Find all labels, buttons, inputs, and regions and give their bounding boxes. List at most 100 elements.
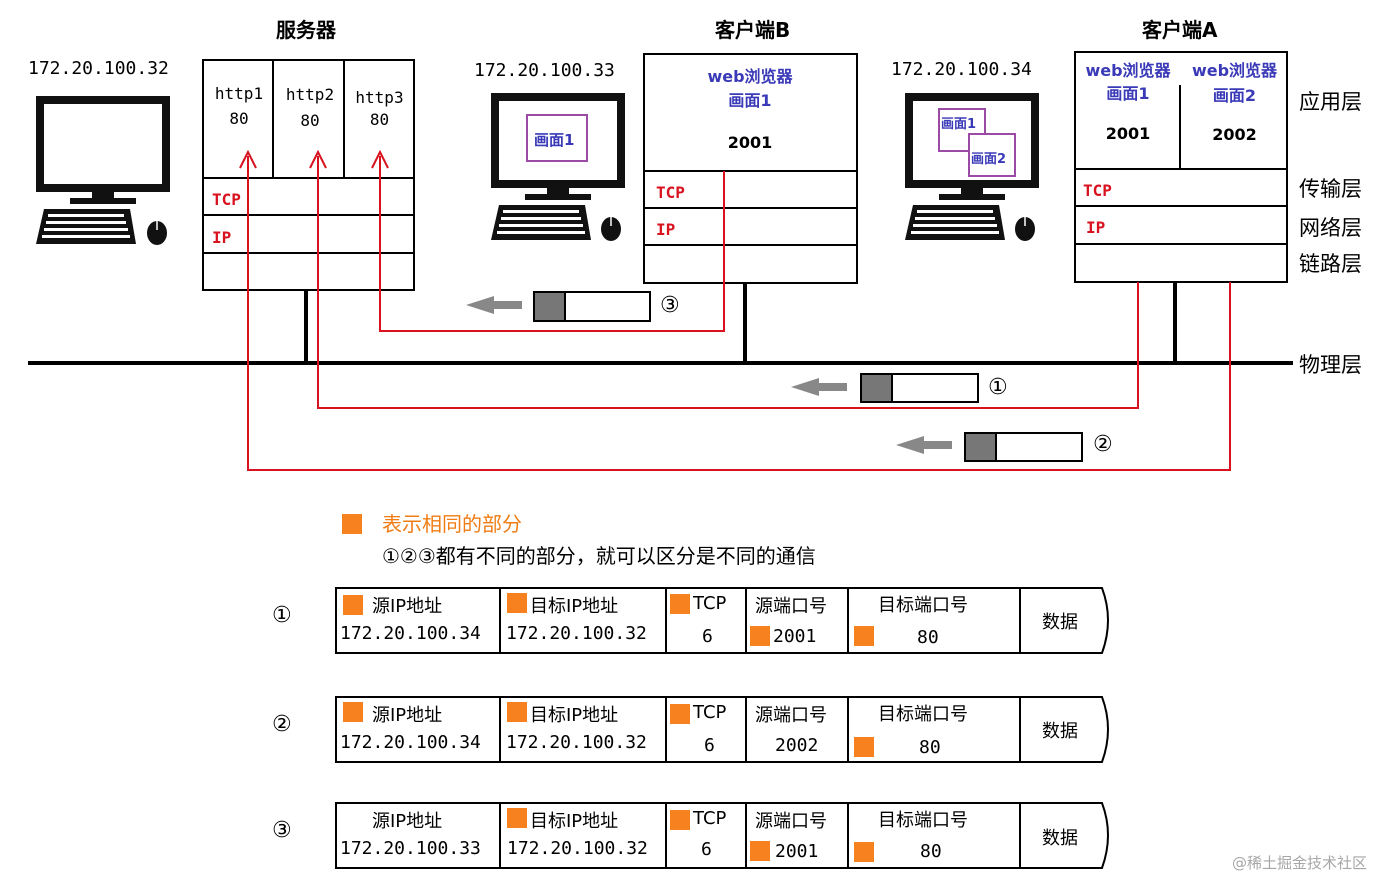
client-b-computer-icon <box>491 93 625 241</box>
table-1-header-src-ip: 源IP地址 <box>372 596 443 617</box>
packet-marker-1: ① <box>988 375 1008 400</box>
client-a-ip: 172.20.100.34 <box>891 59 1032 80</box>
server-stack <box>202 59 415 291</box>
table-3-value-dst-ip: 172.20.100.32 <box>507 838 648 859</box>
connection-3 <box>379 156 725 332</box>
table-3-header-data: 数据 <box>1042 828 1078 849</box>
client-b-browser-screen: 画面1 <box>728 91 772 110</box>
connection-2 <box>247 156 1231 471</box>
table-1-value-tcp: 6 <box>702 626 713 647</box>
table-1-value-src-ip: 172.20.100.34 <box>340 623 481 644</box>
table-3-dst-ip-same-swatch <box>507 808 527 828</box>
client-a-port-1: 2001 <box>1105 124 1151 143</box>
client-a-browser-1: web浏览器 <box>1085 61 1171 80</box>
client-b-screen-window <box>526 114 588 162</box>
client-a-computer-icon <box>905 93 1039 241</box>
server-app-3-port: 80 <box>369 110 390 129</box>
client-b-title: 客户端B <box>715 18 791 42</box>
table-2-header-dst-port: 目标端口号 <box>878 704 968 725</box>
table-2-dst-ip-same-swatch <box>507 702 527 722</box>
server-app-2-name: http2 <box>285 85 335 104</box>
table-1-header-dst-port: 目标端口号 <box>878 595 968 616</box>
connection-arrowheads <box>239 149 389 169</box>
client-a-browser-2-screen: 画面2 <box>1212 86 1257 105</box>
table-2-src-ip-same-swatch <box>343 702 363 722</box>
client-b-browser: web浏览器 <box>707 67 793 86</box>
table-1-dst-ip-same-swatch <box>507 593 527 613</box>
table-3-header-src-ip: 源IP地址 <box>372 811 443 832</box>
table-1-value-dst-ip: 172.20.100.32 <box>506 623 647 644</box>
packet-icon-1 <box>791 373 979 403</box>
table-2-marker: ② <box>272 712 292 737</box>
table-2-header-tcp: TCP <box>693 702 727 723</box>
client-a-browser-2: web浏览器 <box>1191 61 1278 80</box>
table-3-value-tcp: 6 <box>701 839 712 860</box>
table-2-value-src-port: 2002 <box>775 735 819 756</box>
layer-application: 应用层 <box>1299 90 1362 114</box>
table-1-header-tcp: TCP <box>693 593 727 614</box>
server-app-2-port: 80 <box>300 111 320 130</box>
table-2-header-src-port: 源端口号 <box>755 705 827 726</box>
table-1-src-ip-same-swatch <box>343 595 363 615</box>
table-3-header-tcp: TCP <box>693 808 727 829</box>
table-1-value-dst-port: 80 <box>917 627 939 648</box>
table-1-header-data: 数据 <box>1042 612 1078 633</box>
server-tcp-label: TCP <box>212 190 241 209</box>
table-1-tcp-same-swatch <box>670 594 690 614</box>
table-3-dst-port-same-swatch <box>854 842 874 862</box>
legend-description: ①②③都有不同的部分，就可以区分是不同的通信 <box>382 544 816 568</box>
table-2-dst-port-same-swatch <box>854 737 874 757</box>
client-a-ip-label: IP <box>1086 218 1106 237</box>
server-ip-label: IP <box>212 228 232 247</box>
client-a-tcp-label: TCP <box>1083 181 1112 200</box>
client-a-title: 客户端A <box>1142 18 1218 42</box>
client-b-port: 2001 <box>727 133 773 152</box>
layer-physical: 物理层 <box>1299 353 1362 377</box>
connection-lines <box>247 156 1231 471</box>
packet-marker-3: ③ <box>660 293 680 318</box>
server-ip: 172.20.100.32 <box>28 58 169 79</box>
table-frame-3 <box>335 802 1109 869</box>
table-3-value-src-port: 2001 <box>775 841 819 862</box>
table-2-value-tcp: 6 <box>704 735 715 756</box>
watermark: @稀土掘金技术社区 <box>1232 854 1368 872</box>
server-app-1-port: 80 <box>229 109 249 128</box>
table-3-marker: ③ <box>272 818 292 843</box>
table-frame-2 <box>335 696 1109 763</box>
client-a-port-2: 2002 <box>1212 125 1257 144</box>
table-3-header-src-port: 源端口号 <box>755 811 827 832</box>
table-2-value-dst-ip: 172.20.100.32 <box>506 732 647 753</box>
table-2-header-src-ip: 源IP地址 <box>372 705 443 726</box>
table-1-dst-port-same-swatch <box>854 626 874 646</box>
client-a-stack <box>1074 51 1288 283</box>
table-3-tcp-same-swatch <box>670 810 690 830</box>
client-b-desktop-screen-label: 画面1 <box>534 131 575 149</box>
table-frame-1 <box>335 587 1109 654</box>
client-a-desktop-screen-2-label: 画面2 <box>971 152 1007 167</box>
table-2-header-data: 数据 <box>1042 721 1078 742</box>
legend-swatch <box>342 514 362 534</box>
packet-icon-3 <box>466 291 651 322</box>
table-3-value-src-ip: 172.20.100.33 <box>340 838 481 859</box>
client-b-ip: 172.20.100.33 <box>474 60 615 81</box>
table-2-tcp-same-swatch <box>670 704 690 724</box>
client-a-desktop-screen-1-label: 画面1 <box>941 117 977 132</box>
table-3-value-dst-port: 80 <box>920 841 942 862</box>
table-1-value-src-port: 2001 <box>773 626 817 647</box>
table-1-header-dst-ip: 目标IP地址 <box>530 596 619 617</box>
packet-marker-2: ② <box>1093 432 1113 457</box>
table-2-value-dst-port: 80 <box>919 737 941 758</box>
server-app-3-name: http3 <box>355 88 404 107</box>
table-3-header-dst-port: 目标端口号 <box>878 810 968 831</box>
table-3-src-port-same-swatch <box>750 841 770 861</box>
connection-1 <box>317 156 1139 409</box>
table-2-value-src-ip: 172.20.100.34 <box>340 732 481 753</box>
header-table-frames <box>335 587 1109 869</box>
client-b-tcp-label: TCP <box>656 183 685 202</box>
table-3-header-dst-ip: 目标IP地址 <box>530 811 619 832</box>
layer-transport: 传输层 <box>1299 177 1362 201</box>
layer-network: 网络层 <box>1299 216 1362 240</box>
client-a-screen-window-2 <box>968 133 1016 177</box>
server-app-1-name: http1 <box>214 84 264 103</box>
